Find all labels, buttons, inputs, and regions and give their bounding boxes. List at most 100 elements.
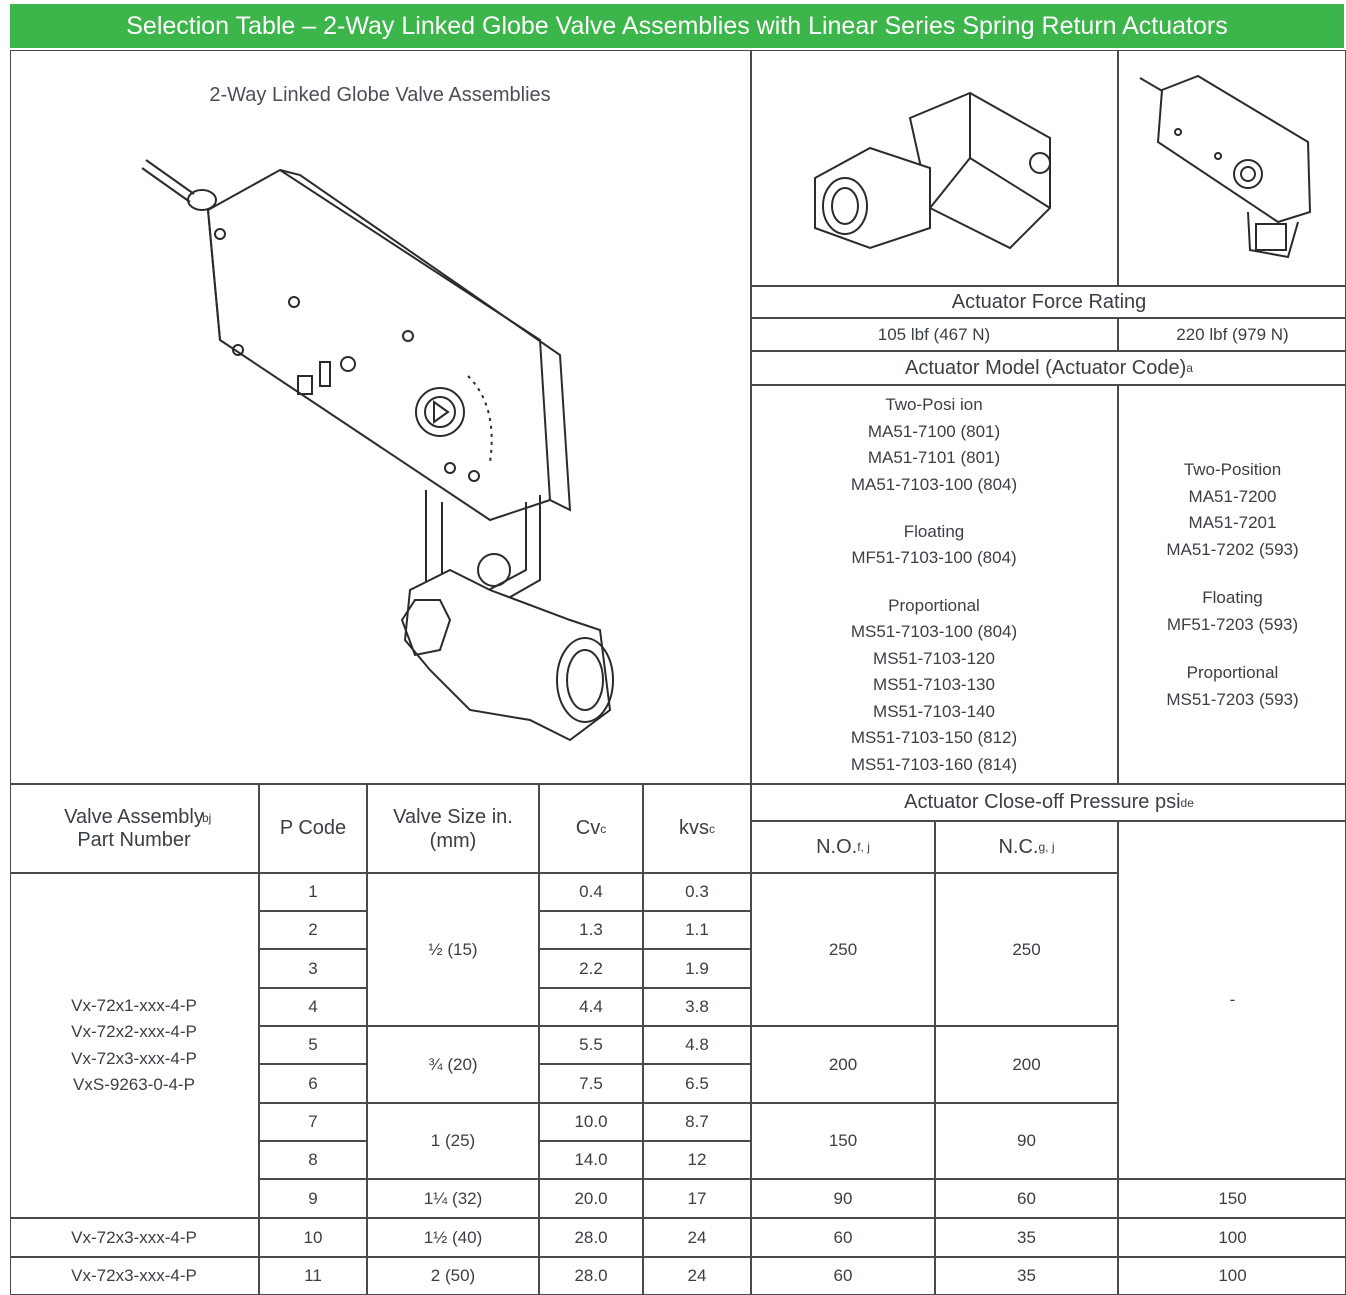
part-number: Vx-72x3-xxx-4-P: [71, 1227, 197, 1247]
closeoff-220: 100: [1218, 1227, 1247, 1247]
part-number: Vx-72x1-xxx-4-P: [71, 995, 197, 1015]
part-number-group: Vx-72x1-xxx-4-P Vx-72x2-xxx-4-P Vx-72x3-…: [10, 874, 258, 1217]
kvs-value: 24: [687, 1266, 707, 1285]
footnote-mark: bj: [202, 811, 212, 825]
cv-value: 4.4: [579, 997, 603, 1016]
model-item: MS51-7103-150 (812): [850, 728, 1018, 747]
cv-value: 14.0: [574, 1150, 608, 1169]
divider: [1117, 50, 1119, 286]
divider: [538, 948, 752, 950]
model-group-label: Proportional: [1186, 663, 1279, 682]
col-nc-text: N.C.: [998, 835, 1039, 858]
part-number: Vx-72x3-xxx-4-P: [71, 1048, 197, 1068]
kvs-value: 17: [687, 1188, 707, 1208]
closeoff-nc: 200: [1012, 1054, 1041, 1074]
assembly-image-title: 2-Way Linked Globe Valve Assemblies: [209, 84, 551, 106]
col-cv-text: Cv: [575, 817, 601, 839]
cv-value: 5.5: [579, 1035, 603, 1054]
model-item: MS51-7103-140: [873, 701, 995, 721]
divider: [10, 783, 1346, 785]
closeoff-no: 150: [828, 1131, 858, 1150]
closeoff-no: 60: [833, 1227, 853, 1247]
cv-value: 28.0: [574, 1227, 608, 1247]
col-no: N.O.f, j: [752, 822, 934, 872]
p-code: 2: [308, 920, 318, 939]
col-kvs-text: kvs: [679, 817, 709, 839]
footnote-mark: a: [1186, 361, 1193, 375]
part-number: Vx-72x3-xxx-4-P: [71, 1266, 197, 1285]
footnote-mark: c: [600, 821, 607, 836]
model-item: MS51-7103-100 (804): [850, 622, 1018, 641]
model-group-label: Proportional: [888, 595, 980, 615]
footnote-mark: g, j: [1038, 840, 1055, 854]
force-220: 220 lbf (979 N): [1176, 324, 1289, 344]
col-part-number-text: Valve Assembly Part Number: [64, 805, 204, 851]
models-105-list: Two-Posi ion MA51-7100 (801) MA51-7101 (…: [752, 392, 1116, 778]
model-item: MS51-7203 (593): [1166, 689, 1299, 709]
col-part-number: Valve Assembly Part Number bj: [10, 785, 258, 872]
model-group-label: Two-Posi ion: [885, 395, 983, 414]
actuator-220-illustration: [1139, 74, 1312, 259]
divider: [538, 1063, 752, 1065]
closeoff-nc: 60: [1017, 1188, 1036, 1208]
model-item: MS51-7103-120: [873, 648, 995, 668]
divider: [538, 987, 752, 989]
col-p-code: P Code: [279, 817, 347, 839]
model-item: MS51-7103-130: [873, 675, 995, 694]
cv-value: 2.2: [579, 958, 603, 978]
footnote-mark: de: [1180, 795, 1194, 810]
model-group-label: Floating: [1202, 588, 1263, 607]
page-title: Selection Table – 2-Way Linked Globe Val…: [10, 4, 1344, 48]
part-number: Vx-72x2-xxx-4-P: [71, 1022, 197, 1041]
p-code: 7: [308, 1112, 318, 1131]
p-code: 6: [308, 1073, 318, 1093]
closeoff-220: 100: [1218, 1266, 1247, 1285]
divider: [258, 910, 368, 912]
divider: [934, 820, 936, 1295]
p-code: 1: [308, 882, 318, 901]
valve-size: 2 (50): [430, 1266, 476, 1285]
kvs-value: 0.3: [685, 882, 709, 901]
col-closeoff-text: Actuator Close-off Pressure psi: [904, 791, 1181, 813]
valve-size: ½ (15): [428, 939, 478, 959]
model-item: MF51-7103-100 (804): [851, 548, 1017, 568]
closeoff-no: 60: [833, 1266, 853, 1285]
model-item: MS51-7103-160 (814): [850, 754, 1018, 774]
p-code: 3: [308, 958, 318, 978]
cv-value: 0.4: [579, 882, 603, 901]
closeoff-no: 250: [828, 939, 858, 959]
actuator-105-illustration: [814, 91, 1051, 250]
part-number: VxS-9263-0-4-P: [73, 1075, 195, 1094]
divider: [258, 783, 260, 1295]
model-item: MA51-7201: [1188, 513, 1277, 532]
divider: [750, 384, 1346, 386]
divider: [1117, 384, 1119, 784]
force-rating-header: Actuator Force Rating: [951, 290, 1147, 313]
cv-value: 10.0: [574, 1112, 608, 1131]
kvs-value: 12: [687, 1150, 707, 1169]
p-code: 11: [304, 1266, 322, 1285]
kvs-value: 3.8: [685, 997, 709, 1016]
footnote-mark: f, j: [857, 840, 870, 854]
model-group-label: Floating: [903, 521, 965, 541]
valve-size: 1 (25): [430, 1131, 476, 1150]
closeoff-no: 90: [833, 1188, 853, 1208]
cv-value: 7.5: [579, 1073, 603, 1093]
col-no-text: N.O.: [816, 835, 858, 858]
divider: [258, 1063, 368, 1065]
divider: [538, 910, 752, 912]
p-code: 8: [308, 1150, 318, 1169]
cv-value: 20.0: [574, 1188, 608, 1208]
col-nc: N.C.g, j: [936, 822, 1117, 872]
force-105: 105 lbf (467 N): [877, 324, 991, 344]
closeoff-no: 200: [828, 1054, 858, 1074]
kvs-value: 1.9: [685, 958, 709, 978]
divider: [258, 1140, 368, 1142]
footnote-mark: c: [709, 821, 715, 836]
kvs-value: 6.5: [685, 1073, 709, 1093]
valve-size: ¾ (20): [428, 1054, 478, 1074]
divider: [750, 285, 1346, 287]
divider: [366, 783, 368, 1295]
model-item: MF51-7203 (593): [1166, 614, 1299, 634]
